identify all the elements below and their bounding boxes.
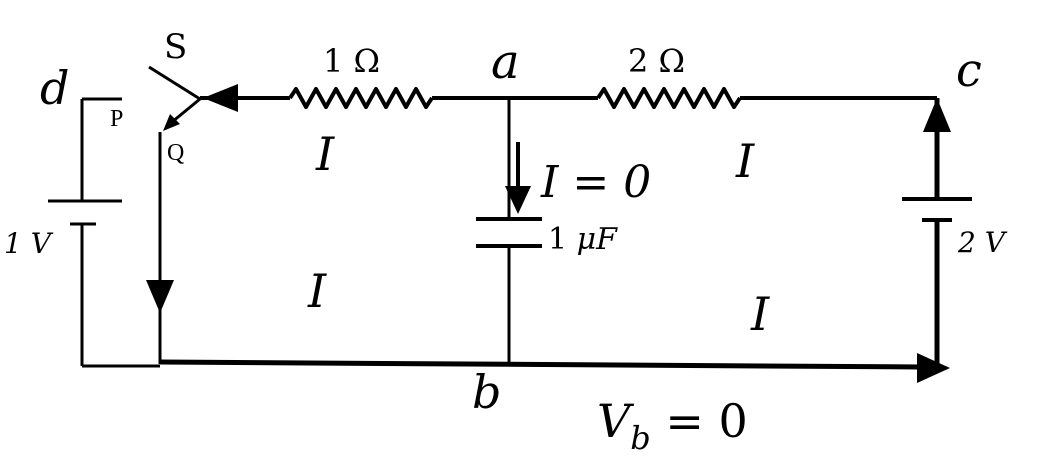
current-arrow-top	[203, 84, 238, 112]
battery-2v-label: 2 V	[957, 226, 1008, 259]
current-label-top-right: I	[735, 134, 755, 188]
potential-vb-label: Vb = 0	[597, 394, 748, 457]
terminal-label-q: Q	[167, 140, 184, 166]
bottom-wire-main	[159, 359, 921, 370]
resistor-1ohm-zigzag	[288, 87, 434, 109]
resistor-1ohm-label: 1 Ω	[323, 42, 380, 80]
current-label-bottom-left: I	[307, 264, 327, 318]
switch-label: S	[164, 27, 187, 67]
resistor-2ohm-zigzag	[596, 87, 742, 109]
battery-1v-label: 1 V	[4, 227, 54, 260]
switch-to-q-arm	[171, 97, 201, 124]
node-label-a: a	[491, 34, 520, 90]
resistor-2ohm-label: 2 Ω	[628, 42, 685, 80]
node-label-b: b	[472, 365, 501, 419]
current-arrow-q-down	[146, 280, 174, 313]
terminal-label-p: P	[110, 106, 123, 132]
current-label-top-left: I	[315, 127, 335, 181]
node-label-c: c	[956, 43, 982, 97]
node-label-d: d	[40, 61, 69, 115]
current-arrow-capacitor	[505, 186, 531, 214]
current-arrow-bottom-right	[917, 353, 950, 383]
switch-blade	[148, 65, 201, 101]
switch-arrow-head	[163, 114, 180, 131]
capacitor-value-label: 1 μF	[548, 222, 618, 257]
current-label-capacitor: I = 0	[540, 157, 651, 208]
current-label-bottom-right: I	[750, 287, 770, 341]
current-arrow-right-up	[923, 98, 951, 132]
